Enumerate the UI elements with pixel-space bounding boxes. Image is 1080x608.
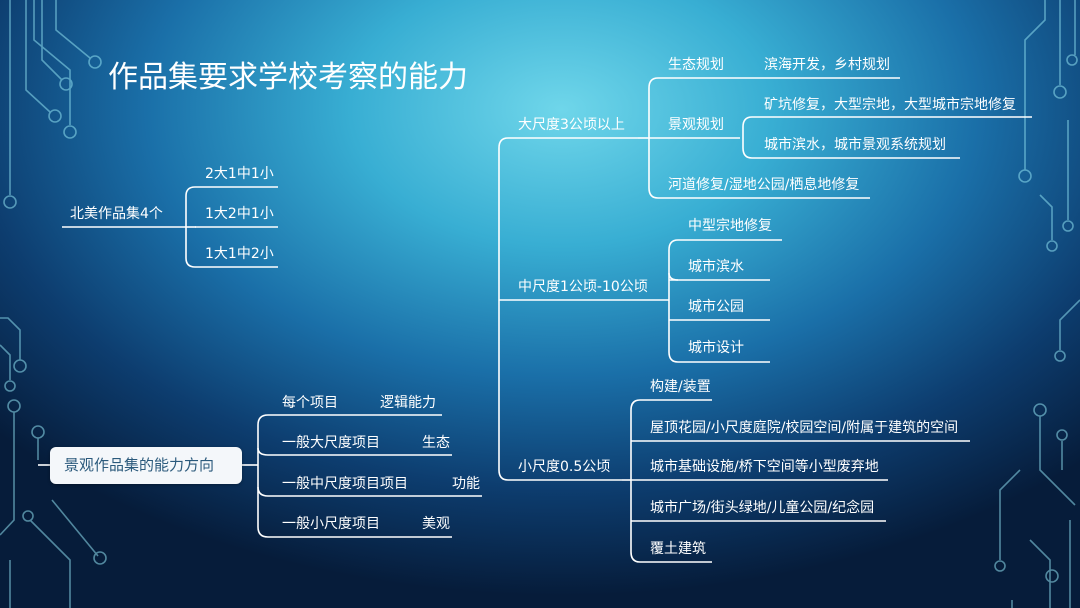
mindmap-connectors xyxy=(38,77,1032,563)
landscape-planning-label: 景观规划 xyxy=(668,117,724,133)
river-restoration: 河道修复/湿地公园/栖息地修复 xyxy=(668,177,860,193)
landscape-planning-value: 城市滨水，城市景观系统规划 xyxy=(764,137,946,153)
eco-planning-value: 滨海开发，乡村规划 xyxy=(764,57,890,73)
medium-item: 中型宗地修复 xyxy=(688,218,772,234)
na-item: 1大2中1小 xyxy=(205,206,274,222)
ability-item-value: 逻辑能力 xyxy=(380,395,436,411)
na-item: 1大1中2小 xyxy=(205,246,274,262)
ability-item-label: 每个项目 xyxy=(282,395,338,411)
small-item: 构建/装置 xyxy=(650,379,711,395)
small-item: 城市基础设施/桥下空间等小型废弃地 xyxy=(650,459,879,475)
ability-item-label: 一般中尺度项目项目 xyxy=(282,476,408,492)
root-node[interactable]: 景观作品集的能力方向 xyxy=(50,447,242,484)
ability-item-value: 生态 xyxy=(422,435,450,451)
scale-large-label: 大尺度3公顷以上 xyxy=(518,117,625,133)
eco-planning-label: 生态规划 xyxy=(668,57,724,73)
medium-item: 城市滨水 xyxy=(688,259,744,275)
small-item: 覆土建筑 xyxy=(650,541,706,557)
scale-medium-label: 中尺度1公顷-10公顷 xyxy=(518,279,648,295)
small-item: 屋顶花园/小尺度庭院/校园空间/附属于建筑的空间 xyxy=(650,420,959,436)
landscape-planning-value: 矿坑修复，大型宗地，大型城市宗地修复 xyxy=(764,97,1016,113)
medium-item: 城市设计 xyxy=(688,340,744,356)
page-title: 作品集要求学校考察的能力 xyxy=(108,60,468,95)
ability-item-label: 一般小尺度项目 xyxy=(282,516,380,532)
medium-item: 城市公园 xyxy=(688,299,744,315)
scale-small-label: 小尺度0.5公顷 xyxy=(518,459,611,475)
ability-item-label: 一般大尺度项目 xyxy=(282,435,380,451)
root-node-label: 景观作品集的能力方向 xyxy=(64,456,215,474)
na-item: 2大1中1小 xyxy=(205,166,274,182)
small-item: 城市广场/街头绿地/儿童公园/纪念园 xyxy=(650,500,875,516)
ability-item-value: 功能 xyxy=(452,476,480,492)
ability-item-value: 美观 xyxy=(422,516,450,532)
na-label: 北美作品集4个 xyxy=(70,206,163,222)
